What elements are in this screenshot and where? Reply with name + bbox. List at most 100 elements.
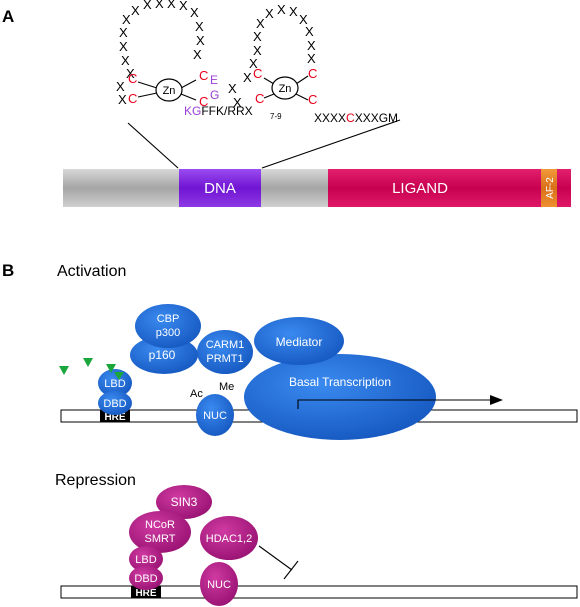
hdac1-2 bbox=[200, 516, 258, 560]
cbp-label: CBP bbox=[157, 313, 180, 325]
activation-title: Activation bbox=[57, 263, 126, 280]
nuc-label-repression: NUC bbox=[207, 579, 231, 591]
finger2-x: X bbox=[249, 56, 258, 71]
finger2-core: C C C C Zn XXXXCXXXGM bbox=[253, 66, 398, 125]
finger1-cys: C bbox=[199, 94, 208, 109]
domain-bar: DNA LIGAND AF-2 bbox=[63, 169, 571, 207]
connector-line-left bbox=[127, 122, 179, 169]
hdac-label: HDAC1,2 bbox=[206, 533, 252, 545]
finger1-x: X bbox=[143, 0, 152, 12]
finger1-loop: X X X X X X X X X X X X X X bbox=[119, 0, 205, 81]
finger1-x: X bbox=[196, 33, 205, 48]
finger1-x: X bbox=[190, 5, 199, 20]
zinc-ion-2 bbox=[271, 76, 299, 100]
finger1-x: X bbox=[121, 53, 130, 68]
finger1-cys: C bbox=[128, 91, 137, 106]
carm1-prmt1 bbox=[197, 330, 253, 374]
p300-label: p300 bbox=[156, 327, 180, 339]
finger1-cys: C bbox=[128, 71, 137, 86]
finger1-x: X bbox=[167, 0, 176, 11]
connector-line-right bbox=[261, 119, 401, 169]
finger1-x: X bbox=[193, 47, 202, 62]
finger2-loop: X X X X X X X X X X X X X X bbox=[228, 2, 316, 110]
ligand-triangle bbox=[83, 358, 93, 367]
finger1-x: X bbox=[179, 0, 188, 13]
sin3-label: SIN3 bbox=[171, 495, 198, 509]
dbd-label-repression: DBD bbox=[134, 573, 157, 585]
ligand-triangles bbox=[59, 358, 124, 380]
zn-label-2: Zn bbox=[279, 83, 292, 95]
nucleosome-activation bbox=[196, 394, 234, 436]
finger2-x: X bbox=[228, 81, 237, 96]
dbd-repression bbox=[129, 566, 163, 590]
dna-domain-label: DNA bbox=[204, 180, 236, 197]
hre-label-repression: HRE bbox=[135, 588, 156, 599]
transcription-start-arrow bbox=[297, 395, 503, 409]
ncor-label: NCoR bbox=[145, 519, 175, 531]
finger2-x: X bbox=[253, 43, 262, 58]
finger2-x: X bbox=[243, 70, 252, 85]
methylation-label: Me bbox=[219, 381, 234, 393]
cbp-p300 bbox=[135, 304, 201, 348]
finger2-cys: C bbox=[308, 66, 317, 81]
ligand-triangle bbox=[114, 372, 124, 380]
finger2-x: X bbox=[277, 2, 286, 17]
finger1-x-left: X bbox=[118, 92, 127, 107]
mediator bbox=[254, 317, 344, 365]
lbd-activation bbox=[98, 369, 132, 397]
finger1-core: X X C C C C Zn E G KGFFK/RRX 7-9 bbox=[116, 68, 282, 121]
finger2-x: X bbox=[265, 6, 274, 21]
finger2-cys: C bbox=[253, 66, 262, 81]
dbd-activation bbox=[98, 391, 132, 415]
prmt1-label: PRMT1 bbox=[206, 353, 243, 365]
residue-e: E bbox=[210, 73, 218, 87]
finger2-x: X bbox=[256, 16, 265, 31]
lbd-repression bbox=[129, 546, 163, 572]
residues-subscript: 7-9 bbox=[270, 112, 282, 121]
residues-ffk: FFK/RRX bbox=[201, 104, 252, 118]
finger2-x: X bbox=[253, 29, 262, 44]
hre-label-activation: HRE bbox=[104, 412, 125, 423]
repression-title: Repression bbox=[55, 472, 136, 489]
residues-kg: KG bbox=[184, 104, 201, 118]
ligand-triangle bbox=[106, 364, 116, 373]
mediator-label: Mediator bbox=[276, 335, 323, 349]
zn-label-1: Zn bbox=[163, 85, 176, 97]
finger1-x: X bbox=[119, 25, 128, 40]
inhibition-symbol bbox=[258, 545, 299, 580]
panel-b-label: B bbox=[2, 261, 14, 280]
finger1-x: X bbox=[131, 3, 140, 18]
ncor-smrt bbox=[129, 511, 191, 553]
domain-cterm bbox=[557, 169, 571, 207]
domain-dna bbox=[179, 169, 261, 207]
finger1-x: X bbox=[195, 19, 204, 34]
finger1-x-left: X bbox=[116, 79, 125, 94]
finger1-x: X bbox=[119, 39, 128, 54]
finger2-x: X bbox=[307, 38, 316, 53]
lbd-label-repression: LBD bbox=[135, 554, 156, 566]
finger2-x: X bbox=[233, 95, 242, 110]
repression-dna-strand bbox=[60, 585, 578, 599]
acetylation-label: Ac bbox=[190, 388, 203, 400]
finger2-cys: C bbox=[255, 91, 264, 106]
af2-label: AF-2 bbox=[545, 177, 556, 199]
domain-ligand bbox=[328, 169, 541, 207]
dbd-label-activation: DBD bbox=[103, 398, 126, 410]
lbd-label-activation: LBD bbox=[104, 378, 125, 390]
residues-xxxgm: XXXGM bbox=[355, 111, 398, 125]
finger2-x: X bbox=[305, 24, 314, 39]
nuc-label-activation: NUC bbox=[203, 410, 227, 422]
hre-box-repression bbox=[131, 586, 161, 598]
finger1-x: X bbox=[155, 0, 164, 11]
residue-g: G bbox=[210, 88, 219, 102]
carm1-label: CARM1 bbox=[206, 339, 245, 351]
nucleosome-repression bbox=[200, 562, 238, 606]
finger1-tail: KGFFK/RRX bbox=[184, 104, 253, 118]
finger1-x: X bbox=[122, 12, 131, 27]
basal-transcription-label: Basal Transcription bbox=[289, 375, 391, 389]
zinc-ion-1 bbox=[155, 78, 183, 102]
finger1-cys: C bbox=[199, 68, 208, 83]
smrt-label: SMRT bbox=[145, 533, 176, 545]
panel-a-label: A bbox=[2, 7, 14, 26]
